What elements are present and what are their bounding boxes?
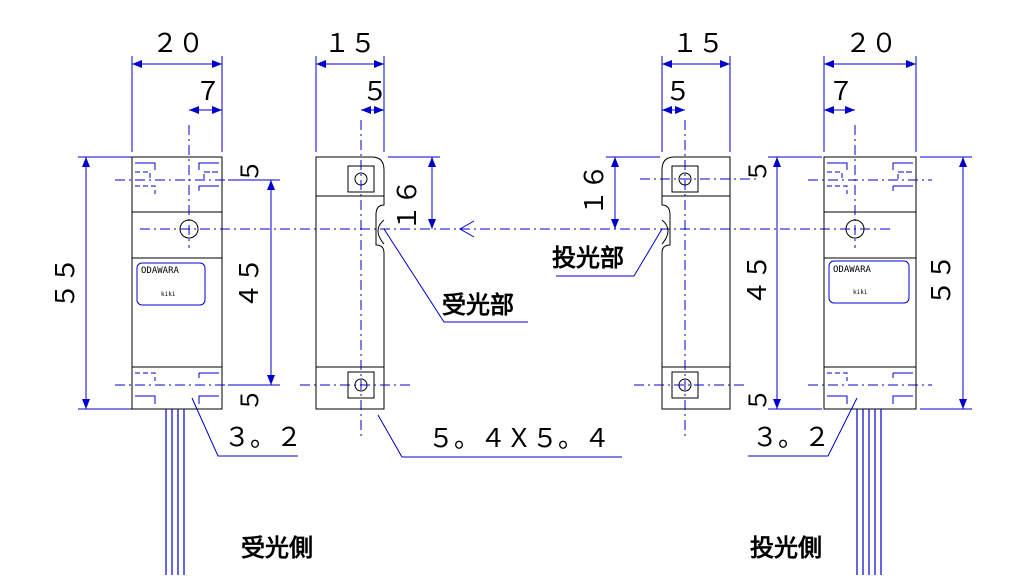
- receiver-body-outline: [131, 156, 223, 410]
- emitter-brand-sub: kiki: [853, 289, 868, 296]
- emitter-brand-plate: [828, 260, 910, 304]
- receiver-side-label: 受光側: [241, 534, 313, 562]
- receiver-side-hole-offset: ５: [362, 77, 388, 107]
- receiver-brand-name: ODAWARA: [141, 266, 180, 276]
- emitter-side-view: １５ ５ １６ 投光部: [552, 29, 760, 440]
- receiver-offset-dimension: ７: [195, 77, 221, 107]
- receiver-middle-dimension: ４５: [235, 257, 265, 309]
- emitter-side-label: 投光側: [750, 534, 822, 562]
- emitter-front-view: ODAWARA kiki ２０ ７ ５ ４５ ５ ５５ ３。２ 投光側: [743, 29, 972, 575]
- receiver-brand-sub: kiki: [161, 291, 176, 298]
- hole-size-dimension: ５。４Ｘ５。４: [428, 424, 610, 454]
- receiver-side-lens-height: １６: [393, 179, 423, 231]
- emitter-bottom-dimension: ５: [744, 388, 772, 412]
- receiver-brand-plate: [136, 262, 206, 306]
- receiver-width-dimension: ２０: [152, 29, 204, 59]
- emitter-wire-dimension: ３。２: [752, 423, 830, 453]
- receiver-front-view: ODAWARA kiki ２０ ７ ５５ ５ ４５ ５ ３。２ 受光側: [51, 29, 313, 575]
- emitter-middle-dimension: ４５: [743, 254, 773, 306]
- emitter-body-outline: [823, 156, 917, 410]
- receiver-part-label: 受光部: [442, 291, 514, 319]
- beam-direction-arrow-icon: [458, 220, 475, 238]
- emitter-top-dimension: ５: [744, 159, 772, 183]
- receiver-side-body-outline: [315, 156, 385, 410]
- emitter-side-width-dimension: １５: [672, 29, 724, 59]
- emitter-side-body-outline: [661, 156, 731, 410]
- receiver-wire-dimension: ３。２: [224, 423, 302, 453]
- emitter-brand-name: ODAWARA: [833, 265, 872, 275]
- emitter-offset-dimension: ７: [828, 77, 854, 107]
- receiver-bottom-dimension: ５: [236, 388, 264, 412]
- receiver-height-dimension: ５５: [51, 257, 81, 309]
- emitter-part-label: 投光部: [552, 244, 624, 272]
- emitter-side-hole-offset: ５: [665, 77, 691, 107]
- emitter-side-lens-height: １６: [580, 164, 610, 216]
- emitter-width-dimension: ２０: [845, 29, 897, 59]
- emitter-height-dimension: ５５: [927, 254, 957, 306]
- receiver-top-dimension: ５: [236, 159, 264, 183]
- optical-axis: [140, 220, 890, 238]
- receiver-side-width-dimension: １５: [324, 29, 376, 59]
- receiver-side-view: １５ ５ １６ 受光部 ５。４Ｘ５。４: [300, 29, 622, 458]
